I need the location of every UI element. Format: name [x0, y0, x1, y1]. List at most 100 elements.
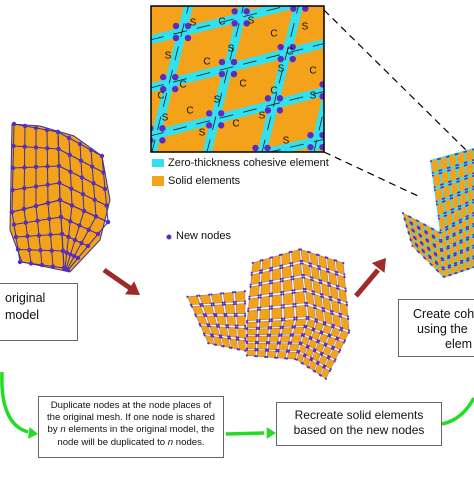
- inset-node: [331, 93, 337, 99]
- inset-band-line: [206, 6, 244, 152]
- middle-node: [329, 333, 332, 337]
- original-node: [22, 123, 28, 129]
- middle-solid-cell: [199, 294, 212, 305]
- final-solid-cell: [414, 231, 421, 242]
- middle-node: [307, 366, 310, 369]
- original-node: [105, 219, 111, 225]
- middle-node: [214, 343, 218, 346]
- middle-node: [299, 262, 302, 265]
- final-node: [447, 247, 450, 250]
- final-node: [455, 263, 458, 266]
- inset-node: [205, 122, 213, 129]
- middle-solid-cell: [306, 318, 316, 329]
- original-node: [99, 153, 105, 159]
- original-node: [9, 209, 15, 215]
- final-node: [433, 251, 436, 254]
- middle-node: [309, 262, 313, 265]
- final-node: [448, 166, 451, 169]
- final-node: [465, 161, 468, 164]
- final-node: [409, 239, 412, 242]
- final-node: [443, 200, 446, 203]
- final-node: [441, 257, 444, 260]
- original-node: [50, 264, 56, 269]
- middle-node: [307, 346, 310, 349]
- final-node: [449, 183, 452, 186]
- middle-node: [291, 264, 294, 267]
- inset-cohesive-letter: C: [218, 16, 226, 28]
- middle-node: [244, 339, 247, 342]
- final-node: [466, 214, 469, 217]
- middle-node: [220, 336, 223, 339]
- final-node: [441, 248, 444, 251]
- middle-solid-cell: [246, 349, 256, 357]
- middle-node: [270, 269, 274, 272]
- middle-node: [347, 317, 350, 321]
- middle-node: [338, 350, 341, 353]
- middle-solid-cell: [302, 356, 311, 368]
- middle-node: [342, 341, 346, 344]
- final-node: [465, 177, 468, 180]
- final-solid-cell: [447, 226, 454, 237]
- middle-node: [281, 266, 284, 269]
- middle-node: [318, 268, 322, 271]
- middle-node: [280, 317, 284, 320]
- middle-solid-cell: [298, 343, 308, 355]
- final-node: [440, 183, 443, 186]
- middle-node: [302, 273, 305, 277]
- final-node: [467, 236, 470, 239]
- middle-node: [328, 282, 331, 285]
- original-node: [11, 121, 17, 127]
- original-node: [25, 234, 30, 239]
- middle-solid-cell: [257, 335, 269, 343]
- final-node: [455, 167, 458, 170]
- original-node: [11, 143, 16, 149]
- middle-node: [291, 289, 294, 292]
- final-solid-cell: [431, 159, 440, 173]
- final-node: [453, 232, 456, 235]
- final-solid-cell: [461, 229, 467, 241]
- final-node: [425, 232, 428, 235]
- middle-node: [230, 346, 233, 350]
- middle-node: [329, 368, 332, 371]
- middle-node: [245, 328, 249, 331]
- middle-node: [304, 290, 307, 293]
- middle-solid-cell: [330, 327, 341, 338]
- cohesive-mesh: [401, 148, 474, 278]
- final-node: [427, 240, 430, 243]
- middle-solid-cell: [293, 277, 304, 291]
- final-node: [464, 175, 467, 178]
- middle-node: [279, 264, 282, 267]
- inset-band-line: [151, 91, 324, 137]
- final-solid-cell: [421, 236, 428, 248]
- final-node: [411, 223, 414, 226]
- legend-node-swatch: [166, 234, 172, 240]
- middle-node: [299, 259, 302, 263]
- middle-node: [199, 303, 202, 306]
- final-solid-cell: [442, 248, 448, 259]
- middle-node: [290, 250, 293, 253]
- middle-node: [277, 350, 280, 353]
- original-node: [90, 164, 95, 169]
- final-solid-cell: [408, 233, 416, 244]
- inset-cohesive-letter: C: [309, 65, 317, 77]
- inset-node: [331, 42, 337, 48]
- final-node: [459, 207, 462, 210]
- middle-node: [232, 303, 236, 306]
- final-node: [434, 244, 437, 247]
- middle-node: [302, 290, 306, 293]
- middle-node: [243, 314, 247, 318]
- middle-node: [328, 284, 332, 288]
- final-node: [439, 231, 442, 234]
- middle-node: [265, 355, 269, 359]
- original-node: [68, 252, 73, 257]
- final-solid-cell: [466, 176, 474, 190]
- inset-solid-letter: S: [164, 50, 172, 62]
- middle-node: [255, 334, 258, 338]
- original-node: [38, 248, 43, 253]
- middle-node: [233, 312, 236, 315]
- final-node: [415, 219, 418, 222]
- original-box-line-1: original: [5, 291, 46, 305]
- final-node: [445, 155, 448, 158]
- final-node: [455, 271, 458, 274]
- middle-node: [195, 314, 198, 318]
